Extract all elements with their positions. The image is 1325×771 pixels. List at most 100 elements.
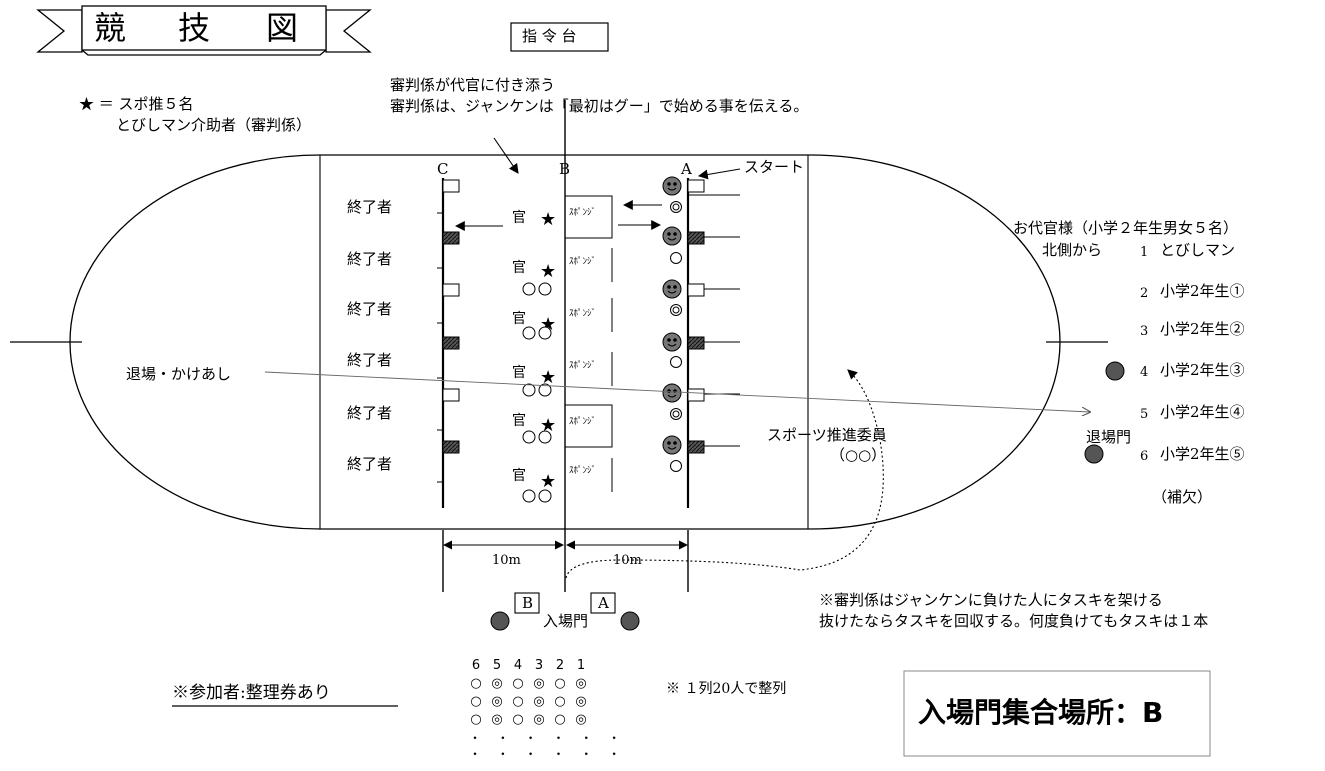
daikan-reserve: （補欠） (1152, 488, 1213, 506)
sponge-label: ｽﾎﾟﾝｼﾞ (569, 417, 597, 427)
daikan-name: 小学2年生② (1160, 320, 1245, 338)
assembly-label: 入場門集合場所：B (918, 696, 1164, 729)
officer-label: 官 (512, 468, 526, 484)
finisher-label: 終了者 (347, 351, 393, 369)
c-flags (442, 179, 460, 454)
participant-mark: ○ (470, 712, 482, 727)
participant-mark: ○ (554, 676, 566, 691)
exit-run-label: 退場・かけあし (126, 365, 232, 383)
participant-mark: ○ (554, 694, 566, 709)
sponge-markers (564, 195, 613, 492)
officer-label: 官 (512, 210, 526, 226)
daikan-name: 小学2年生③ (1160, 361, 1245, 379)
participant-mark: ◎ (491, 694, 503, 709)
daikan-name: 小学2年生① (1160, 282, 1245, 300)
participant-mark: ◎ (533, 694, 545, 709)
participant-mark: ◎ (575, 676, 587, 691)
gate-box-a: A (598, 594, 609, 612)
daikan-name: 小学2年生⑤ (1160, 445, 1245, 463)
gate-markers (490, 361, 1125, 631)
legend-helper: とびしマン介助者（審判係） (116, 116, 312, 134)
officer-label: 官 (512, 413, 526, 429)
finisher-label: 終了者 (347, 404, 393, 422)
gate-box-b: B (522, 594, 534, 612)
svg-text:★: ★ (540, 367, 556, 388)
start-label: スタート (744, 158, 805, 176)
svg-text:★: ★ (540, 261, 556, 282)
participant-mark: ○ (470, 676, 482, 691)
daikan-num: 1 (1140, 245, 1149, 260)
column-number: 1 (576, 658, 586, 673)
line-b-label: B (559, 160, 571, 178)
daikan-name: 小学2年生④ (1160, 403, 1245, 421)
title-char-2: 技 (178, 9, 211, 47)
daikan-name: とびしマン (1160, 241, 1236, 259)
finisher-label: 終了者 (347, 250, 393, 268)
column-number: 3 (534, 658, 544, 673)
participant-mark: ○ (512, 676, 524, 691)
svg-text:★: ★ (540, 471, 556, 492)
column-number: 6 (471, 658, 481, 673)
distance-right-label: 10m (613, 553, 642, 568)
sponge-label: ｽﾎﾟﾝｼﾞ (569, 361, 597, 371)
participant-dots: ・ ・ ・ ・ ・ ・ (469, 747, 627, 761)
officer-label: 官 (512, 260, 526, 276)
queue-note: ※ １列20人で整列 (666, 681, 787, 697)
a-flags (687, 179, 705, 454)
title-char-1: 競 (94, 9, 127, 47)
title-char-3: 図 (266, 9, 299, 47)
column-number: 2 (555, 658, 565, 673)
svg-text:★: ★ (540, 209, 556, 230)
judge-note-2: 審判係は、ジャンケンは「最初はグー」で始める事を伝える。 (390, 97, 809, 115)
officer-label: 官 (512, 311, 526, 327)
command-stand-box (510, 22, 609, 52)
participant-mark: ◎ (533, 712, 545, 727)
title-ribbon (36, 5, 372, 56)
sponge-label: ｽﾎﾟﾝｼﾞ (569, 208, 597, 218)
sponge-label: ｽﾎﾟﾝｼﾞ (569, 257, 597, 267)
distance-left-label: 10m (492, 553, 521, 568)
finisher-label: 終了者 (347, 455, 393, 473)
daikan-num: 4 (1140, 365, 1149, 380)
participant-mark: ◎ (491, 676, 503, 691)
daikan-num: 5 (1140, 407, 1149, 422)
daikan-num: 6 (1140, 449, 1149, 464)
finisher-label: 終了者 (347, 300, 393, 318)
daikan-num: 3 (1140, 324, 1149, 339)
bottom-note-2: 抜けたならタスキを回収する。何度負けてもタスキは１本 (819, 612, 1209, 630)
daikan-num: 2 (1140, 286, 1149, 301)
daikan-smiley-markers (662, 176, 682, 455)
daikan-title: お代官様（小学２年生男女５名） (1013, 219, 1239, 237)
committee-label: スポーツ推進委員 (767, 426, 887, 444)
bottom-note-1: ※審判係はジャンケンに負けた人にタスキを架ける (819, 591, 1163, 609)
sponge-label: ｽﾎﾟﾝｼﾞ (569, 309, 597, 319)
legend-star: ★ ＝ スポ推５名 (79, 95, 194, 113)
participant-grid: 6 5 4 3 2 1 ○ ◎ ○ ◎ ○ ◎ ○ ◎ ○ ◎ ○ ◎ ○ ◎ … (469, 657, 626, 761)
participant-mark: ◎ (491, 712, 503, 727)
entrance-gate-label: 入場門 (543, 612, 589, 630)
participant-mark: ◎ (575, 712, 587, 727)
participant-mark: ◎ (533, 676, 545, 691)
star-markers: ★★★ ★★★ (540, 209, 556, 492)
participant-mark: ◎ (575, 694, 587, 709)
officer-label: 官 (512, 365, 526, 381)
line-c-label: C (437, 160, 449, 178)
track-oval (69, 154, 1061, 530)
assembly-box (903, 670, 1211, 757)
sponge-label: ｽﾎﾟﾝｼﾞ (569, 466, 597, 476)
participant-mark: ○ (512, 694, 524, 709)
finisher-label: 終了者 (347, 198, 393, 216)
line-a-label: A (681, 160, 692, 178)
participant-mark: ○ (512, 712, 524, 727)
command-stand-label: 指 令 台 (522, 27, 577, 45)
daikan-from: 北側から (1042, 241, 1103, 259)
participants-label: ※参加者:整理券あり (172, 683, 331, 703)
participant-mark: ○ (554, 712, 566, 727)
judge-note-1: 審判係が代官に付き添う (390, 76, 556, 94)
column-number: 5 (492, 658, 502, 673)
participant-mark: ○ (470, 694, 482, 709)
participant-dots: ・ ・ ・ ・ ・ ・ (469, 731, 627, 745)
exit-gate-label: 退場門 (1086, 428, 1132, 446)
column-number: 4 (513, 658, 523, 673)
